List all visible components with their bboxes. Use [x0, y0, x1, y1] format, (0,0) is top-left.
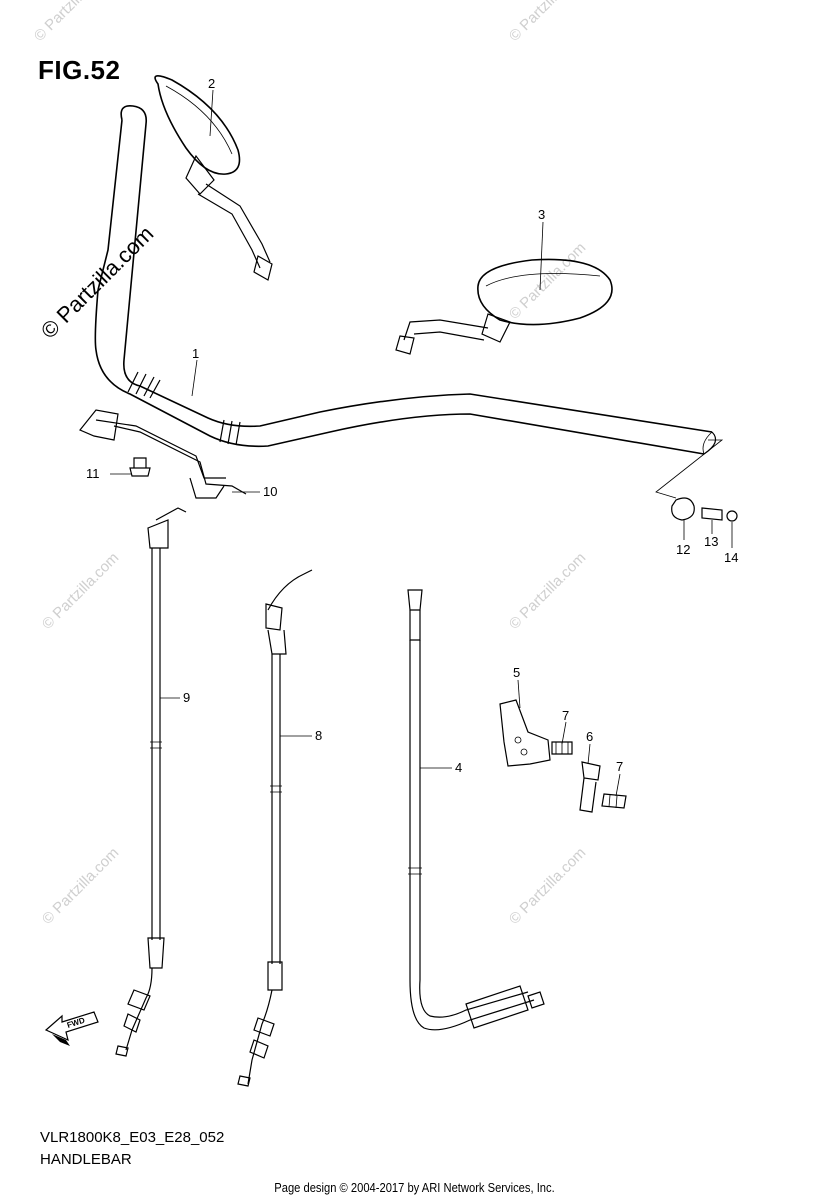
copyright-footer: Page design © 2004-2017 by ARI Network S…: [274, 1180, 555, 1195]
washer-part-14[interactable]: [726, 510, 738, 522]
callout-3[interactable]: 3: [538, 207, 545, 222]
callout-4[interactable]: 4: [455, 760, 462, 775]
cable-part-9[interactable]: [115, 507, 187, 1057]
callout-14[interactable]: 14: [724, 550, 738, 565]
leader-lines: [110, 89, 733, 797]
watermark: © Partzilla.com: [506, 0, 589, 45]
figure-title: FIG.52: [38, 55, 121, 85]
callout-5[interactable]: 5: [513, 665, 520, 680]
watermark: © Partzilla.com: [506, 239, 589, 322]
callout-12[interactable]: 12: [676, 542, 690, 557]
bracket-part-5[interactable]: [499, 699, 551, 767]
callout-6[interactable]: 6: [586, 729, 593, 744]
watermark: © Partzilla.com: [506, 844, 589, 927]
callout-7a[interactable]: 7: [562, 708, 569, 723]
weight-part-12[interactable]: [671, 497, 695, 521]
bolt-part-11[interactable]: [129, 457, 151, 477]
screw-part-13[interactable]: [701, 507, 723, 521]
mirror-right-part-3[interactable]: [395, 258, 613, 355]
callout-8[interactable]: 8: [315, 728, 322, 743]
bolt-part-7b[interactable]: [601, 793, 627, 809]
fwd-arrow-icon: FWD: [44, 1011, 99, 1046]
cable-part-4[interactable]: [407, 589, 545, 1031]
mirror-left-part-2[interactable]: [154, 75, 273, 281]
watermark: © Partzilla.com: [39, 549, 122, 632]
model-code-label: VLR1800K8_E03_E28_052: [40, 1129, 225, 1146]
callout-13[interactable]: 13: [704, 534, 718, 549]
callout-1[interactable]: 1: [192, 346, 199, 361]
callout-2[interactable]: 2: [208, 76, 215, 91]
watermarks: © Partzilla.com © Partzilla.com © Partzi…: [31, 0, 589, 928]
handlebar-part-1[interactable]: [94, 104, 724, 499]
callout-10[interactable]: 10: [263, 484, 277, 499]
watermark-large: © Partzilla.com: [36, 221, 159, 344]
clamp-part-6[interactable]: [579, 761, 601, 813]
watermark: © Partzilla.com: [31, 0, 114, 45]
bracket-part-10[interactable]: [79, 409, 247, 499]
callout-9[interactable]: 9: [183, 690, 190, 705]
section-label: HANDLEBAR: [40, 1151, 132, 1168]
callout-labels: 1 2 3 4 5 6 7 7 8 9 10 11 12 13 14: [86, 76, 738, 775]
watermark: © Partzilla.com: [39, 844, 122, 927]
watermark: © Partzilla.com: [506, 549, 589, 632]
callout-7b[interactable]: 7: [616, 759, 623, 774]
callout-11[interactable]: 11: [86, 466, 100, 481]
cable-part-8[interactable]: [237, 569, 313, 1087]
